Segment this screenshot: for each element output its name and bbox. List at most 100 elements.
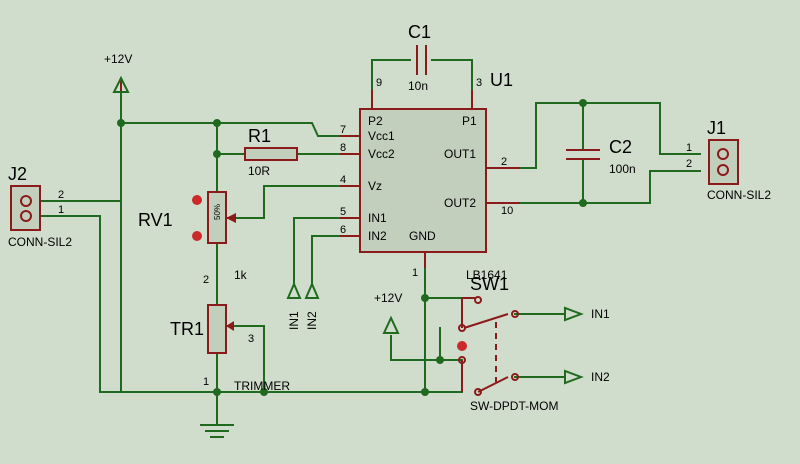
wire-out1	[519, 102, 701, 169]
sw1-type: SW-DPDT-MOM	[470, 399, 558, 413]
j1-pin2-number: 2	[686, 158, 692, 170]
u1-pin-name: Vcc2	[368, 147, 395, 161]
probe-icon[interactable]	[192, 231, 202, 241]
resistor-r1[interactable]: R1 10R	[244, 126, 298, 178]
junction	[117, 119, 125, 127]
junction	[213, 119, 221, 127]
j2-pin1-number: 1	[58, 204, 64, 216]
ic-u1[interactable]: U1 LB1641 P2 P1 9 3 Vcc1 Vcc2 Vz IN1 IN2…	[340, 70, 520, 282]
u1-pin-name: IN1	[368, 211, 387, 225]
power-arrow-icon	[112, 75, 130, 93]
capacitor-c1[interactable]: C1 10n	[408, 22, 431, 93]
rv1-ref: RV1	[138, 210, 173, 230]
trimmer-tr1[interactable]: TR1 3 1 TRIMMER	[170, 304, 290, 393]
wire-to-vcc1	[120, 122, 341, 137]
j2-pin2-number: 2	[58, 189, 64, 201]
pot-body	[207, 191, 227, 244]
wire-sw-12v	[390, 335, 441, 361]
in1-label: IN1	[287, 311, 301, 330]
u1-pin-gnd-name: GND	[409, 229, 436, 243]
switch-contact	[474, 296, 482, 304]
junction	[260, 388, 268, 396]
j2-ref: J2	[8, 164, 27, 184]
u1-pin-num: 6	[340, 224, 346, 236]
connector-pin-icon	[717, 164, 729, 176]
junction	[421, 388, 429, 396]
power-arrow-icon	[382, 315, 400, 334]
c1-value: 10n	[408, 79, 428, 93]
ground-symbol-icon	[200, 424, 234, 438]
u1-pin-p2-num: 9	[376, 77, 382, 89]
switch-contact	[458, 356, 466, 364]
terminal-out-in2[interactable]: IN2	[564, 369, 610, 385]
power-label-top: +12V	[104, 52, 132, 66]
connector-body	[708, 139, 739, 185]
tr1-ref: TR1	[170, 319, 204, 339]
wire-tr1-wiper	[227, 325, 265, 393]
wire-c1-right	[431, 59, 473, 91]
j1-type: CONN-SIL2	[707, 188, 771, 202]
j1-ref: J1	[707, 118, 726, 138]
connector-pin-icon	[20, 195, 32, 207]
out-in2-label: IN2	[591, 370, 610, 384]
ic-left-pins	[340, 135, 360, 237]
probe-icon[interactable]	[192, 195, 202, 205]
u1-ref: U1	[490, 70, 513, 90]
u1-pin-p1-name: P1	[462, 114, 477, 128]
c2-ref: C2	[609, 137, 632, 157]
potentiometer-rv1[interactable]: 50% RV1 1k 2	[138, 191, 248, 286]
switch-sw1[interactable]: SW1 SW-DPDT-MOM	[457, 274, 558, 413]
terminal-arrow-icon	[564, 369, 584, 385]
u1-pin-num: 8	[340, 142, 346, 154]
tr1-wiper-pin: 3	[248, 333, 254, 345]
u1-part: LB1641	[466, 268, 508, 282]
junctions	[117, 99, 587, 396]
power-label-switch: +12V	[374, 291, 402, 305]
u1-pin-gnd-num: 1	[412, 267, 418, 279]
u1-pin-out2-num: 10	[501, 205, 513, 217]
wires	[39, 59, 701, 426]
out-in1-label: IN1	[591, 307, 610, 321]
connector-body	[10, 185, 41, 231]
junction	[213, 388, 221, 396]
u1-pin-out1-num: 2	[501, 156, 507, 168]
u1-pin-out1-name: OUT1	[444, 147, 476, 161]
ic-top-pins	[371, 90, 473, 109]
terminal-in2[interactable]: IN2	[304, 281, 320, 330]
connector-j1[interactable]: J1 CONN-SIL2 1 2	[686, 118, 771, 202]
wire-j2-pin1	[39, 215, 101, 393]
in2-label: IN2	[305, 311, 319, 330]
c1-ref: C1	[408, 22, 431, 42]
junction	[579, 99, 587, 107]
tr1-bottom-pin: 1	[203, 376, 209, 388]
u1-pin-num: 5	[340, 206, 346, 218]
rv1-pin-number: 2	[203, 274, 209, 286]
terminal-in1[interactable]: IN1	[286, 281, 302, 330]
c2-value: 100n	[609, 162, 636, 176]
wiper-arrow-icon	[226, 213, 236, 223]
j1-pin1-number: 1	[686, 142, 692, 154]
switch-contact	[511, 373, 519, 381]
wiper-arrow-icon	[226, 321, 234, 331]
terminal-out-in1[interactable]: IN1	[564, 306, 610, 322]
power-terminal-switch[interactable]: +12V	[374, 291, 402, 334]
probe-icon[interactable]	[457, 341, 467, 351]
ic-right-pins	[486, 167, 520, 204]
r1-value: 10R	[248, 164, 270, 178]
sw1-ref: SW1	[470, 274, 509, 294]
resistor-body	[244, 147, 298, 161]
junction	[436, 356, 444, 364]
terminal-arrow-icon	[564, 306, 584, 322]
ic-body	[359, 108, 487, 253]
terminal-arrow-icon	[286, 281, 302, 299]
connector-j2[interactable]: J2 CONN-SIL2 2 1	[8, 164, 72, 249]
power-terminal-top[interactable]: +12V	[104, 52, 132, 93]
switch-contact	[511, 310, 519, 318]
connector-pin-icon	[20, 210, 32, 222]
wire-in2	[311, 235, 341, 287]
u1-pin-p1-num: 3	[476, 77, 482, 89]
wire-c1-left	[371, 59, 411, 91]
capacitor-c2[interactable]: C2 100n	[566, 137, 636, 176]
u1-pin-name: Vz	[368, 179, 382, 193]
